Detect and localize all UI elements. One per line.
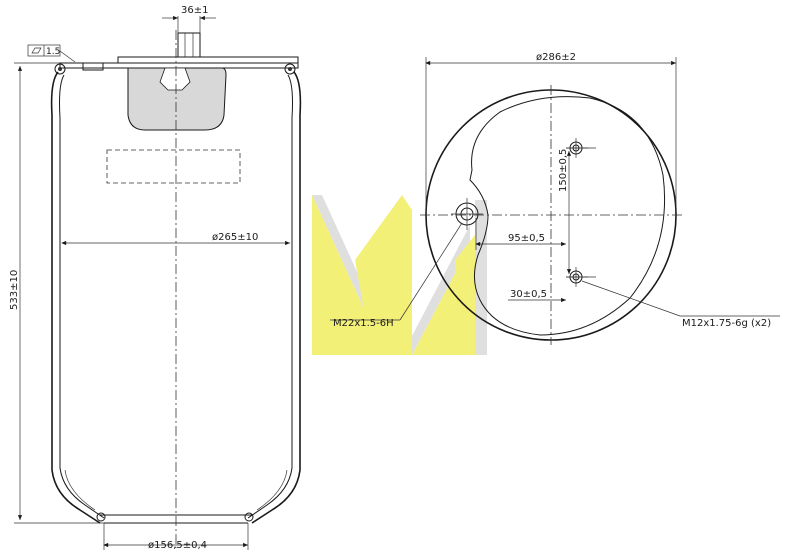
hidden-feature xyxy=(106,149,241,184)
plate-top-view xyxy=(420,85,685,345)
flatness-icon xyxy=(31,47,42,54)
right-dimensions: ø286±2 150±0,5 95±0,5 30±0,5 M22x1.5-6H … xyxy=(330,52,780,329)
dim-plate-diameter: ø286±2 xyxy=(536,52,576,63)
thread-main-label: M22x1.5-6H xyxy=(333,318,394,329)
dim-height: 533±10 xyxy=(9,270,20,310)
dim-bottom-diameter: ø156,5±0,4 xyxy=(148,540,207,550)
dim-offset-small: 30±0,5 xyxy=(510,289,547,300)
flatness-value: 1.5 xyxy=(46,47,60,57)
dim-offset-x: 95±0,5 xyxy=(508,233,545,244)
plate-inner-contour xyxy=(469,96,666,336)
watermark-logo xyxy=(312,195,487,355)
bump-stop xyxy=(127,67,227,131)
center-stud xyxy=(177,32,201,58)
thread-bolts-label: M12x1.75-6g (x2) xyxy=(682,318,771,329)
bellow-right-wall xyxy=(251,71,302,524)
left-dimensions: 36±1 1.5 533±10 ø265±10 ø156,5±0,4 xyxy=(9,5,290,550)
top-plate xyxy=(117,56,299,64)
bellow-side-view xyxy=(50,30,302,548)
bellow-left-wall xyxy=(50,71,101,524)
dim-stud-width: 36±1 xyxy=(181,5,208,16)
dim-body-diameter: ø265±10 xyxy=(212,232,258,243)
dim-bolt-spacing: 150±0,5 xyxy=(558,149,569,192)
